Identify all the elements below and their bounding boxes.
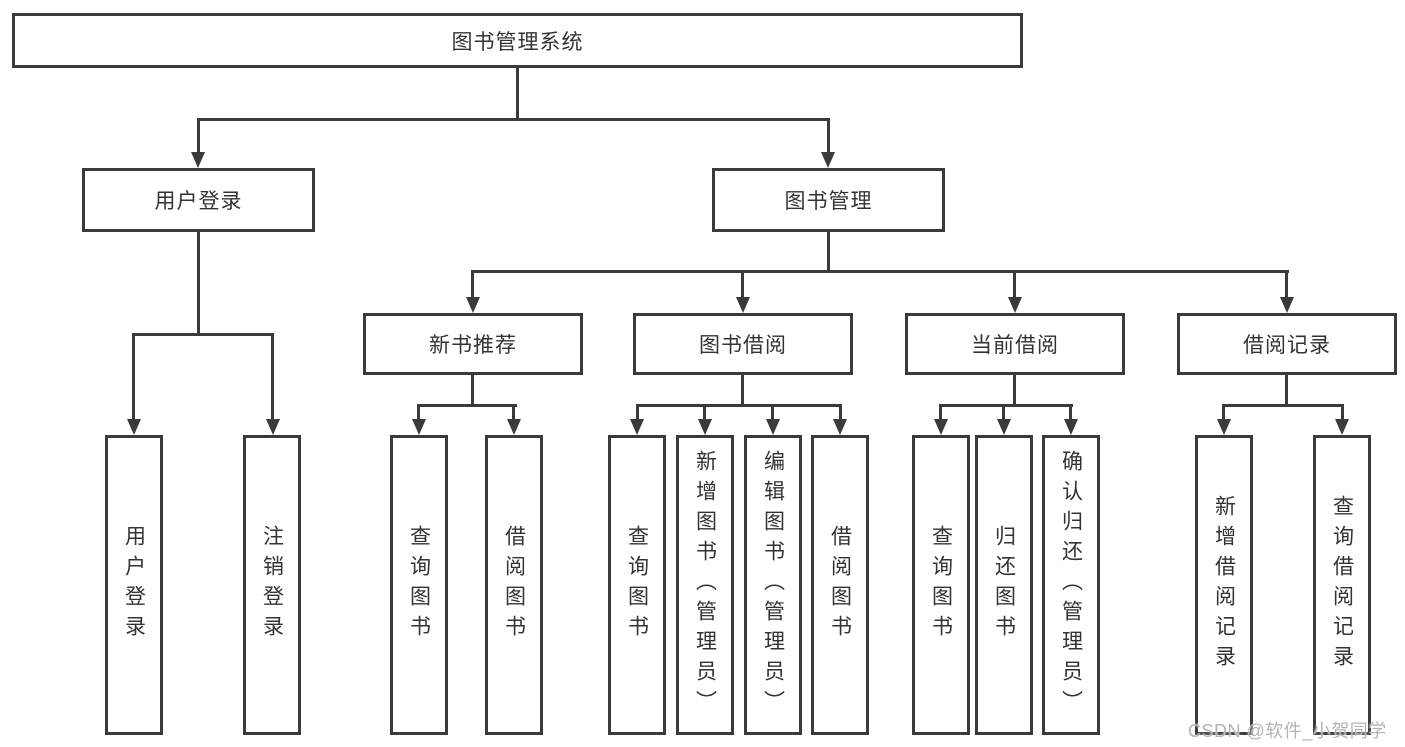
arrow-shaft [1341,404,1344,421]
arrow-shaft [471,270,474,299]
node-borrowing-records: 借阅记录 [1177,313,1397,375]
arrowhead [736,297,750,313]
arrowhead [934,419,948,435]
arrowhead [191,152,205,168]
connector-vline [516,68,519,120]
leaf-label: 借阅图书 [828,525,852,645]
arrow-shaft [1013,270,1016,299]
leaf-label: 确认归还（管理员） [1059,450,1083,720]
arrow-shaft [1002,404,1005,421]
leaf-label: 查询图书 [929,525,953,645]
node-library-management-system: 图书管理系统 [12,13,1023,68]
node-book-management: 图书管理 [712,168,945,232]
arrow-shaft [1285,270,1288,299]
leaf-label: 借阅图书 [502,525,526,645]
arrowhead [698,419,712,435]
leaf-confirm-return-admin: 确认归还（管理员） [1042,435,1100,735]
arrowhead [1008,297,1022,313]
arrowhead [507,419,521,435]
connector-hline [1222,404,1344,407]
arrow-shaft [636,404,639,421]
connector-hline [471,270,1289,273]
leaf-label: 查询图书 [625,525,649,645]
arrow-shaft [741,270,744,299]
arrowhead [1280,297,1294,313]
arrow-shaft [417,404,420,421]
leaf-borrow-books-recommend: 借阅图书 [485,435,543,735]
arrowhead [997,419,1011,435]
arrow-shaft [271,333,274,420]
arrowhead [833,419,847,435]
leaf-label: 查询图书 [407,525,431,645]
arrowhead [1064,419,1078,435]
node-current-borrowing: 当前借阅 [905,313,1125,375]
leaf-query-borrow-record: 查询借阅记录 [1313,435,1371,735]
node-new-book-recommendation: 新书推荐 [363,313,583,375]
arrow-shaft [827,118,830,154]
arrowhead [127,419,141,435]
arrowhead [821,152,835,168]
leaf-label: 归还图书 [992,525,1016,645]
arrowhead [630,419,644,435]
connector-hline [132,333,274,336]
arrow-shaft [939,404,942,421]
node-book-borrowing: 图书借阅 [633,313,853,375]
csdn-watermark: CSDN @软件_小贺同学 [1188,721,1387,741]
leaf-label: 新增图书（管理员） [693,450,717,720]
leaf-return-books: 归还图书 [975,435,1033,735]
arrow-shaft [132,333,135,420]
arrow-shaft [512,404,515,421]
connector-vline [197,232,200,335]
connector-vline [827,232,830,272]
connector-hline [417,404,517,407]
connector-vline [1013,375,1016,406]
leaf-label: 编辑图书（管理员） [761,450,785,720]
connector-hline [197,118,830,121]
arrow-shaft [771,404,774,421]
leaf-add-books-admin: 新增图书（管理员） [676,435,734,735]
leaf-user-login: 用户登录 [105,435,163,735]
arrow-shaft [703,404,706,421]
arrowhead [1217,419,1231,435]
leaf-query-books-recommend: 查询图书 [390,435,448,735]
arrowhead [266,419,280,435]
connector-hline [939,404,1073,407]
leaf-query-books-borrowing: 查询图书 [608,435,666,735]
leaf-label: 注销登录 [260,525,284,645]
leaf-label: 新增借阅记录 [1212,495,1236,675]
arrow-shaft [1222,404,1225,421]
leaf-label: 用户登录 [122,525,146,645]
leaf-borrow-books-borrowing: 借阅图书 [811,435,869,735]
leaf-add-borrow-record: 新增借阅记录 [1195,435,1253,735]
arrow-shaft [839,404,842,421]
connector-vline [741,375,744,406]
leaf-query-books-current: 查询图书 [912,435,970,735]
arrowhead [766,419,780,435]
connector-vline [471,375,474,406]
arrowhead [412,419,426,435]
node-user-login: 用户登录 [82,168,315,232]
arrow-shaft [197,118,200,154]
arrowhead [1335,419,1349,435]
leaf-logout: 注销登录 [243,435,301,735]
connector-vline [1285,375,1288,406]
arrowhead [466,297,480,313]
leaf-edit-books-admin: 编辑图书（管理员） [744,435,802,735]
connector-hline [636,404,842,407]
arrow-shaft [1069,404,1072,421]
leaf-label: 查询借阅记录 [1330,495,1354,675]
